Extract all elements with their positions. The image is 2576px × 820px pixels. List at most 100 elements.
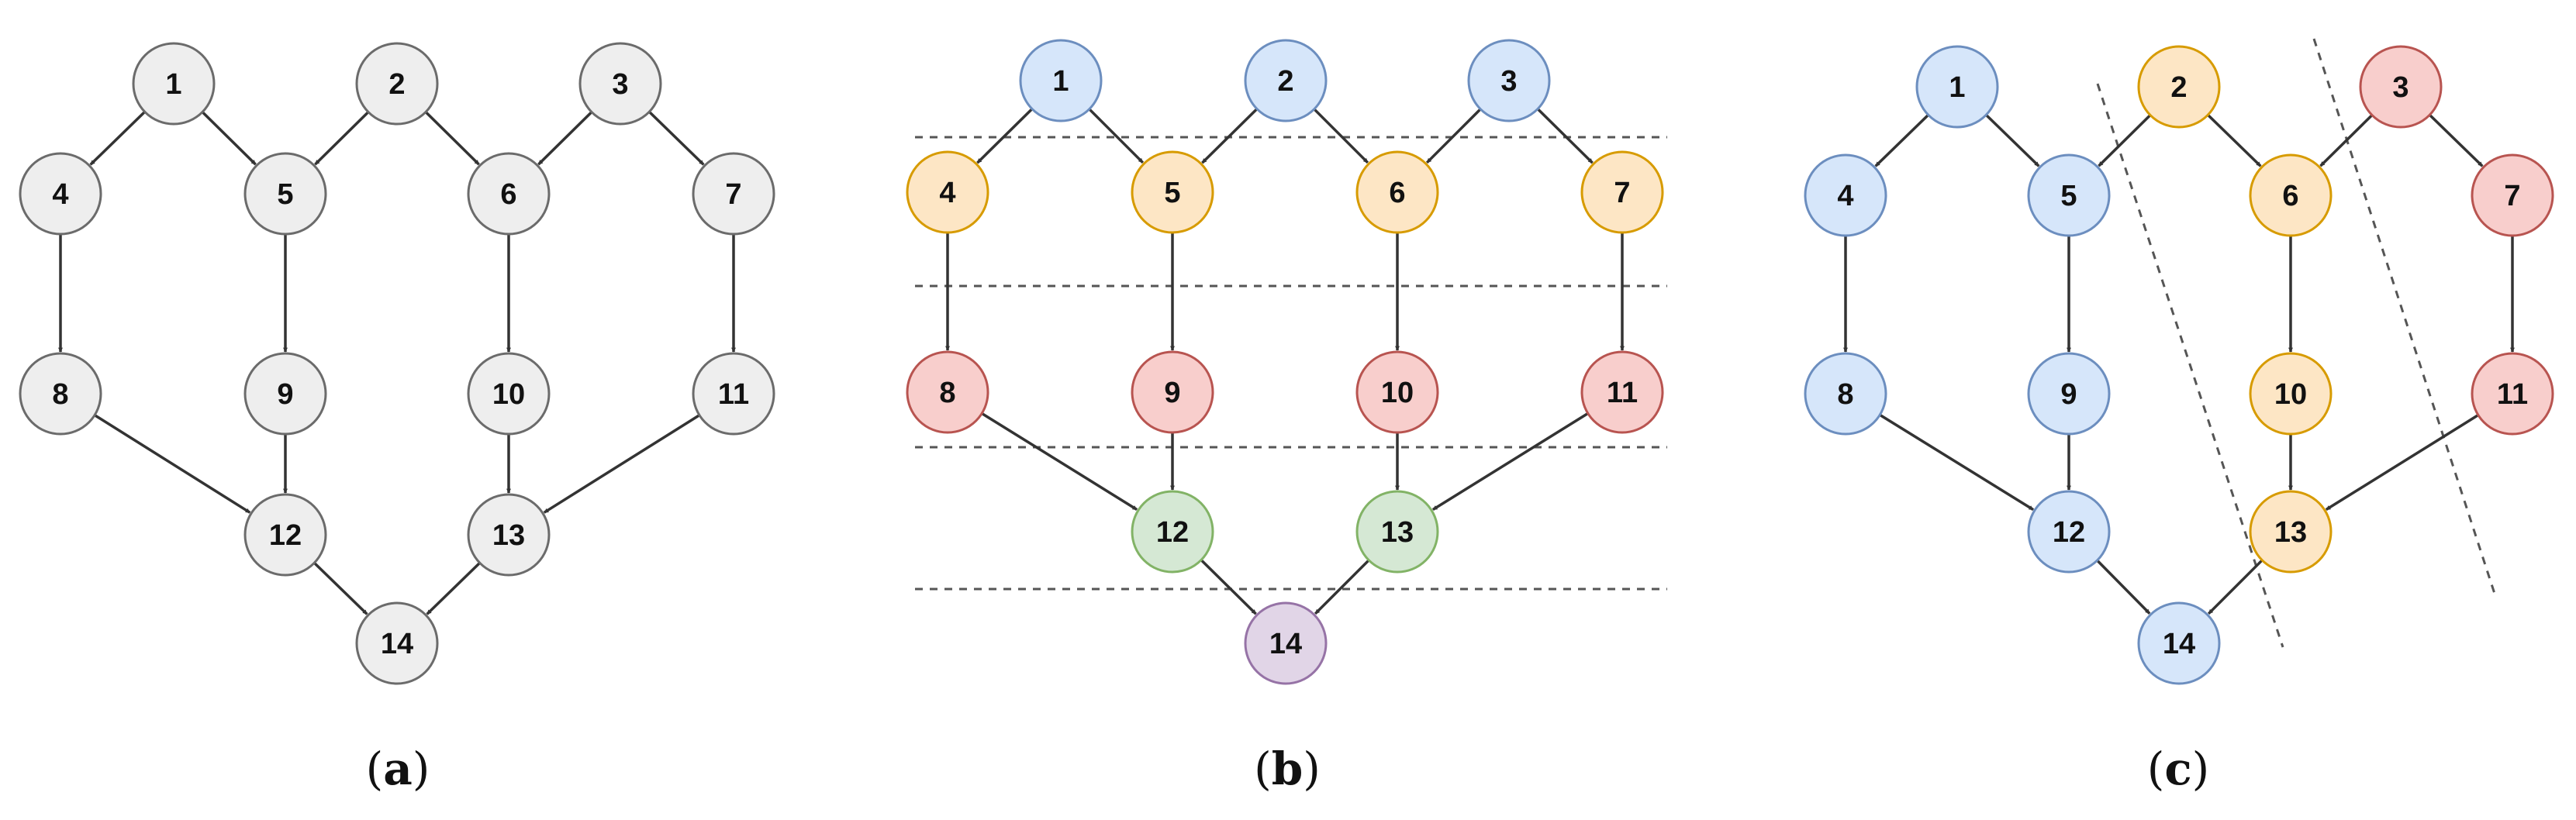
edge-11-13-b [1431,412,1589,511]
node-circle [692,352,775,436]
node-circle [243,352,327,436]
node-label: 3 [1500,65,1517,98]
node-circle [1467,39,1551,122]
node-9-c: 9 [2027,352,2111,436]
node-label: 8 [939,377,955,409]
node-circle [1019,39,1103,122]
node-9-b: 9 [1131,350,1214,434]
node-label: 9 [2060,378,2077,411]
node-14-a: 14 [355,601,439,685]
node-13-b: 13 [1355,490,1439,574]
node-7-b: 7 [1580,150,1664,234]
node-label: 6 [2282,180,2298,212]
edge-13-14-c [2207,559,2263,615]
node-circle [1915,45,1999,129]
node-label: 6 [1389,177,1405,209]
node-circle [2471,153,2554,237]
node-circle [1131,350,1214,434]
node-11-b: 11 [1580,350,1664,434]
node-label: 6 [500,178,516,211]
node-circle [132,42,216,126]
node-circle [2137,45,2221,129]
node-circle [2027,352,2111,436]
node-label: 4 [939,177,955,209]
panel-b-caption: (b) [1254,742,1321,795]
node-circle [2249,153,2333,237]
node-6-c: 6 [2249,153,2333,237]
edge-8-12-a [94,414,251,514]
edge-2-6-c [2207,113,2262,167]
node-circle [1131,490,1214,574]
node-label: 1 [165,68,181,101]
node-circle [1244,39,1328,122]
edge-2-6-a [424,111,480,166]
node-circle [1580,350,1664,434]
node-3-c: 3 [2359,45,2443,129]
edge-11-13-a [543,414,700,514]
node-circle [2249,352,2333,436]
node-circle [2249,490,2333,574]
node-label: 11 [2497,378,2528,411]
node-circle [1244,601,1328,685]
node-label: 2 [2170,71,2187,104]
node-5-b: 5 [1131,150,1214,234]
node-10-b: 10 [1355,350,1439,434]
panel-a-edges [58,111,736,615]
node-circle [467,493,551,577]
node-circle [1131,150,1214,234]
node-label: 13 [2274,516,2307,549]
edge-8-12-b [981,412,1138,511]
node-circle [2471,352,2554,436]
node-circle [1355,150,1439,234]
panel-a-caption: (a) [366,742,430,795]
node-circle [355,601,439,685]
node-13-a: 13 [467,493,551,577]
node-label: 4 [1837,180,1853,212]
node-label: 7 [1614,177,1630,209]
edge-3-7-a [648,111,705,166]
edge-3-6-b [1425,108,1482,164]
node-1-c: 1 [1915,45,1999,129]
node-label: 1 [1949,71,1965,104]
node-label: 4 [52,178,68,211]
node-6-a: 6 [467,152,551,236]
node-label: 5 [2060,180,2077,212]
node-circle [578,42,662,126]
panel-b-edges [945,108,1625,615]
edge-12-14-c [2096,559,2151,615]
node-circle [1804,352,1887,436]
node-circle [2027,153,2111,237]
node-label: 14 [2163,628,2195,660]
partition-divider-2 [2312,38,2498,599]
edge-1-4-b [976,108,1034,164]
node-10-a: 10 [467,352,551,436]
edge-3-6-c [2319,114,2374,167]
node-circle [906,350,989,434]
edge-11-13-c [2325,414,2479,511]
node-13-c: 13 [2249,490,2333,574]
node-circle [2359,45,2443,129]
node-circle [467,152,551,236]
node-9-a: 9 [243,352,327,436]
node-circle [2027,490,2111,574]
node-label: 10 [2274,378,2307,411]
node-circle [19,352,102,436]
edge-2-6-b [1313,108,1369,164]
node-circle [243,493,327,577]
edge-2-5-b [1201,108,1259,164]
edge-12-14-a [313,561,368,615]
node-14-c: 14 [2137,601,2221,685]
node-6-b: 6 [1355,150,1439,234]
node-label: 5 [277,178,293,211]
edge-13-14-b [1314,559,1370,615]
node-label: 5 [1164,177,1180,209]
edge-2-5-c [2098,114,2152,167]
node-2-c: 2 [2137,45,2221,129]
edge-13-14-a [426,561,481,615]
edge-1-5-b [1088,108,1145,164]
